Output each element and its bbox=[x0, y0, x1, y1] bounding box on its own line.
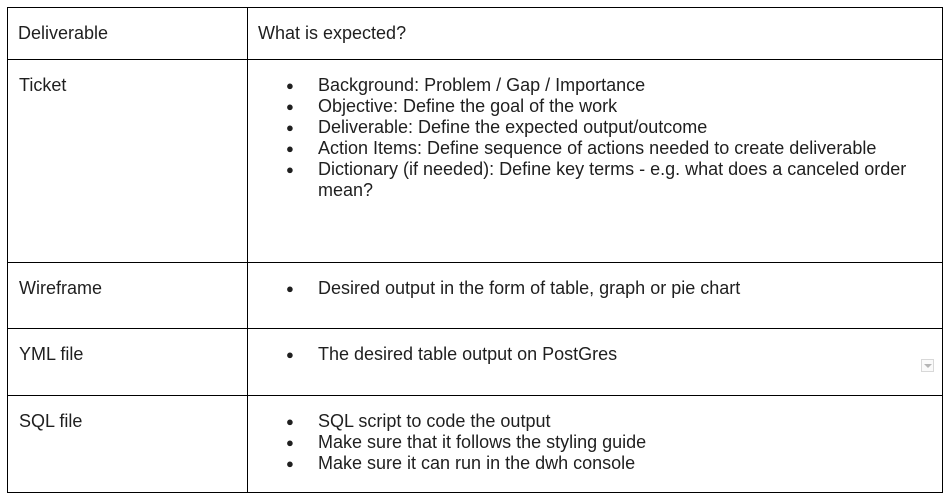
list-item-text: Background: Problem / Gap / Importance bbox=[318, 75, 646, 95]
list-item-text: SQL script to code the output bbox=[318, 411, 551, 431]
bullet-icon: ● bbox=[286, 414, 294, 429]
list-item-text: Desired output in the form of table, gra… bbox=[318, 278, 741, 298]
list-item-text: Make sure that it follows the styling gu… bbox=[318, 432, 647, 452]
deliverable-cell[interactable]: Wireframe bbox=[7, 262, 248, 329]
bullet-icon: ● bbox=[286, 162, 294, 177]
list-item: ● Dictionary (if needed): Define key term… bbox=[248, 159, 942, 201]
list-item-text: Make sure it can run in the dwh console bbox=[318, 453, 636, 473]
deliverable-cell[interactable]: YML file bbox=[7, 328, 248, 396]
header-expected: What is expected? bbox=[258, 23, 407, 43]
chevron-down-icon[interactable] bbox=[921, 359, 934, 372]
expectation-cell[interactable]: ● SQL script to code the output ● Make sur… bbox=[247, 395, 943, 493]
list-item: ● Background: Problem / Gap / Importance bbox=[248, 75, 942, 96]
list-item: ● Objective: Define the goal of the work bbox=[248, 96, 942, 117]
list-item-text: Dictionary (if needed): Define key terms… bbox=[318, 159, 907, 200]
deliverable-cell[interactable]: Ticket bbox=[7, 59, 248, 263]
deliverable-name: YML file bbox=[19, 344, 84, 364]
header-cell-deliverable[interactable]: Deliverable bbox=[7, 7, 248, 60]
expectation-list: ●Background: Problem / Gap / Importance … bbox=[248, 75, 942, 201]
list-item: ● SQL script to code the output bbox=[248, 411, 942, 432]
list-item-text: Deliverable: Define the expected output/… bbox=[318, 117, 708, 137]
table-row: YML file ● The desired table output on Po… bbox=[7, 328, 943, 396]
list-item: ● Deliverable: Define the expected output… bbox=[248, 117, 942, 138]
list-item: ● Make sure it can run in the dwh console bbox=[248, 453, 942, 474]
list-item: ● Desired output in the form of table, gr… bbox=[248, 278, 942, 299]
bullet-icon: ● bbox=[286, 78, 294, 93]
expectation-list: ● SQL script to code the output ● Make sur… bbox=[248, 411, 942, 474]
bullet-icon: ● bbox=[286, 141, 294, 156]
table-row: SQL file ● SQL script to code the output … bbox=[7, 395, 943, 493]
deliverables-table: Deliverable What is expected? Ticket ● Ba… bbox=[7, 7, 943, 493]
list-item-text: Objective: Define the goal of the work bbox=[318, 96, 618, 116]
deliverable-name: Ticket bbox=[19, 75, 67, 95]
table-row: Ticket ● Background: Problem / Gap / Impo… bbox=[7, 59, 943, 263]
expectation-cell[interactable]: ● Desired output in the form of table, gr… bbox=[247, 262, 943, 329]
list-item-text: Action Items: Define sequence of actions… bbox=[318, 138, 877, 158]
table-row: Wireframe ● Desired output in the form of… bbox=[7, 262, 943, 329]
list-item: ● The desired table output on PostGres bbox=[248, 344, 942, 365]
expectation-list: ● The desired table output on PostGres bbox=[248, 344, 942, 365]
header-deliverable: Deliverable bbox=[18, 23, 109, 43]
bullet-icon: ● bbox=[286, 120, 294, 135]
list-item: ● Make sure that it follows the styling g… bbox=[248, 432, 942, 453]
list-item: ● Action Items: Define sequence of action… bbox=[248, 138, 942, 159]
expectation-list: ● Desired output in the form of table, gr… bbox=[248, 278, 942, 299]
bullet-icon: ● bbox=[286, 99, 294, 114]
bullet-icon: ● bbox=[286, 456, 294, 471]
deliverable-cell[interactable]: SQL file bbox=[7, 395, 248, 493]
bullet-icon: ● bbox=[286, 281, 294, 296]
bullet-icon: ● bbox=[286, 435, 294, 450]
deliverable-name: SQL file bbox=[19, 411, 83, 431]
list-item-text: The desired table output on PostGres bbox=[318, 344, 618, 364]
header-row: Deliverable What is expected? bbox=[7, 7, 943, 60]
header-cell-expected[interactable]: What is expected? bbox=[247, 7, 943, 60]
expectation-cell[interactable]: ● The desired table output on PostGres bbox=[247, 328, 943, 396]
expectation-cell[interactable]: ●Background: Problem / Gap / Importance … bbox=[247, 59, 943, 263]
bullet-icon: ● bbox=[286, 347, 294, 362]
deliverable-name: Wireframe bbox=[19, 278, 103, 298]
